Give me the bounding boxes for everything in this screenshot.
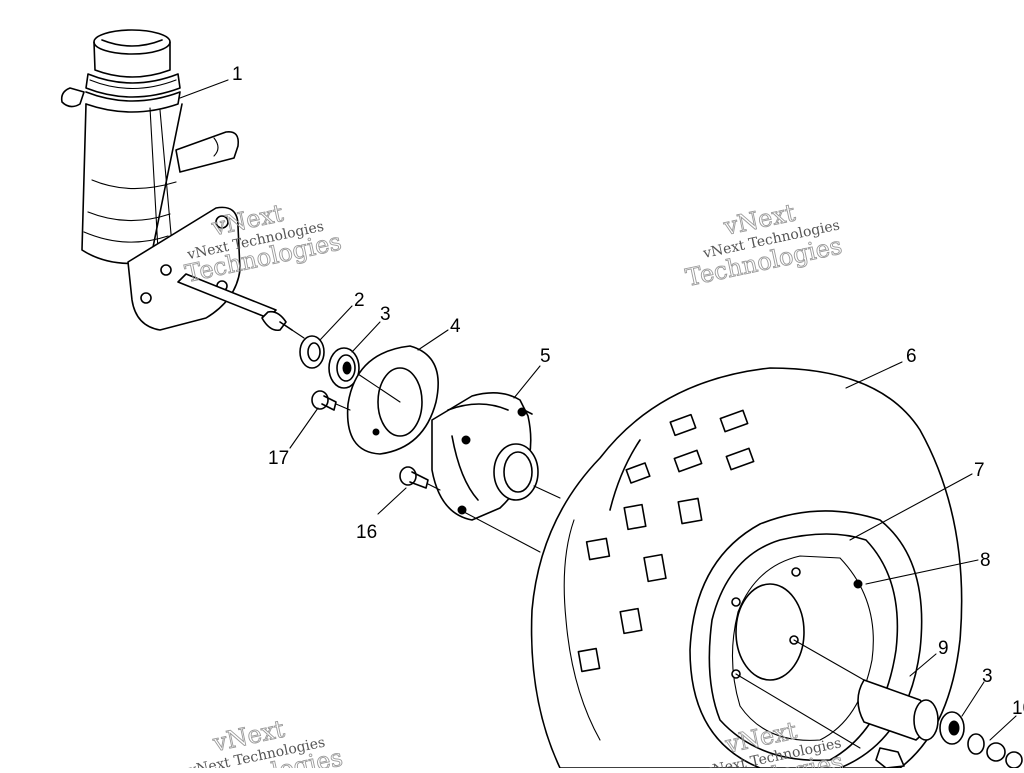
callout-leader-lines (179, 79, 1017, 741)
callout-4: 4 (450, 316, 461, 337)
callout-8: 8 (980, 550, 991, 571)
callout-6: 6 (906, 346, 917, 367)
part-2-seal (299, 335, 325, 369)
callout-2: 2 (354, 290, 365, 311)
lug-nut (875, 747, 905, 769)
callout-10: 10 (1012, 698, 1024, 719)
callout-9: 9 (938, 638, 949, 659)
part-16-bolt (399, 466, 429, 489)
part-3-bearing-inner (328, 347, 360, 389)
callout-1: 1 (232, 64, 243, 85)
part-5-hub (431, 392, 539, 521)
callout-5: 5 (540, 346, 551, 367)
callout-17: 17 (268, 448, 289, 469)
callout-numbers: 1 2 3 4 5 6 7 8 9 3 10 16 17 (232, 64, 1024, 719)
part-3-bearing-outer (939, 711, 965, 745)
watermark-bottom-left: vNext vNext Technologies Technologies (183, 714, 345, 773)
explosion-axis-lines (291, 329, 865, 749)
part-4-brake-disc (346, 345, 439, 455)
watermark-top-right: vNext vNext Technologies Technologies (683, 198, 845, 292)
callout-3-inner: 3 (380, 304, 391, 325)
tire-tread-lugs (577, 409, 755, 673)
part-9-spacer (857, 679, 939, 741)
part-10-washer-nut (967, 733, 1023, 769)
callout-16: 16 (356, 522, 377, 543)
part-1-spindle-knuckle (60, 29, 293, 332)
callout-3-outer: 3 (982, 666, 993, 687)
part-17-bolt (311, 390, 337, 411)
callout-7: 7 (974, 460, 985, 481)
